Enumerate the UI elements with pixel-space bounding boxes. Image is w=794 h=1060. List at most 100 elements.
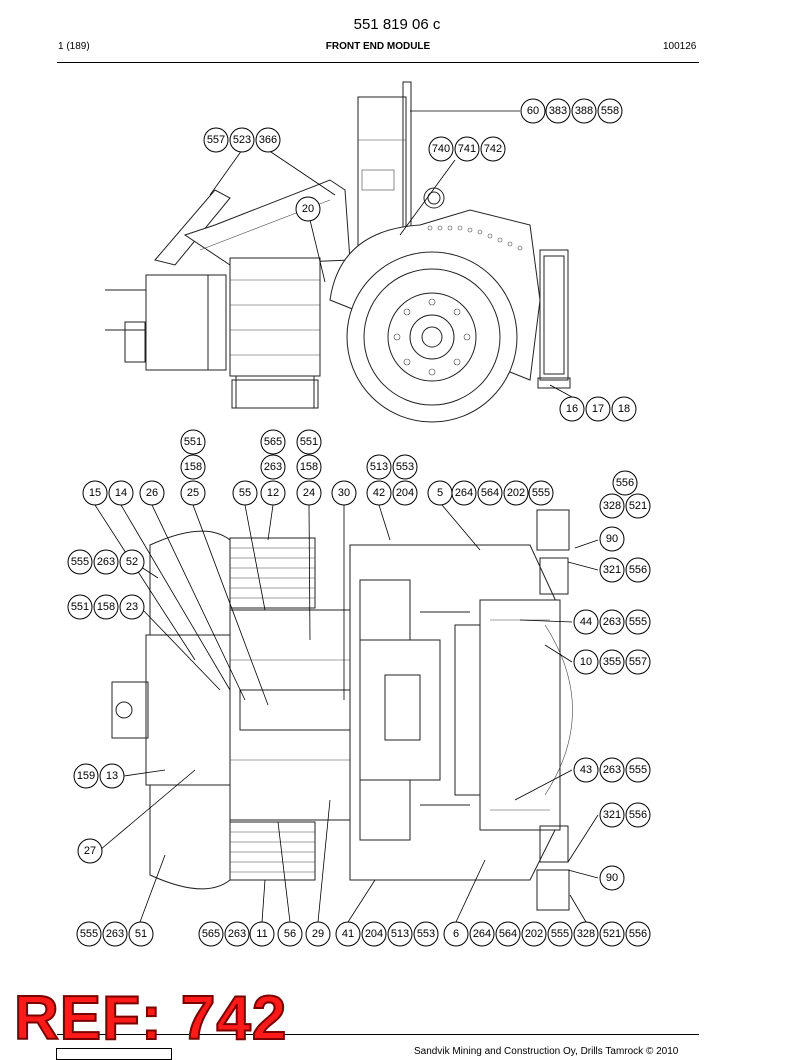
callout-159: 159 [73, 763, 99, 789]
svg-text:55: 55 [239, 487, 251, 499]
callout-513: 513 [366, 454, 392, 480]
callout-30: 30 [331, 480, 357, 506]
svg-text:555: 555 [80, 928, 98, 940]
svg-text:556: 556 [629, 564, 647, 576]
callout-60: 60 [520, 98, 546, 124]
svg-text:56: 56 [284, 928, 296, 940]
svg-text:25: 25 [187, 487, 199, 499]
svg-text:263: 263 [228, 928, 246, 940]
callout-41: 41 [335, 921, 361, 947]
callout-158-c: 158 [93, 594, 119, 620]
svg-text:158: 158 [184, 461, 202, 473]
callout-513-b: 513 [387, 921, 413, 947]
footer-copyright: Sandvik Mining and Construction Oy, Dril… [414, 1046, 679, 1057]
svg-text:26: 26 [146, 487, 158, 499]
callout-56: 56 [277, 921, 303, 947]
callout-55: 55 [232, 480, 258, 506]
callout-565: 565 [260, 429, 286, 455]
svg-text:51: 51 [135, 928, 147, 940]
svg-text:204: 204 [396, 487, 414, 499]
svg-text:27: 27 [84, 845, 96, 857]
callout-158-a: 158 [180, 454, 206, 480]
callout-564-b: 564 [495, 921, 521, 947]
svg-text:10: 10 [580, 656, 592, 668]
svg-text:20: 20 [302, 203, 314, 215]
callout-555-c: 555 [625, 609, 651, 635]
callout-383: 383 [545, 98, 571, 124]
svg-text:388: 388 [575, 105, 593, 117]
callout-556-c: 556 [625, 802, 651, 828]
svg-text:52: 52 [126, 556, 138, 568]
svg-text:553: 553 [417, 928, 435, 940]
callout-263-b: 263 [93, 549, 119, 575]
svg-text:202: 202 [507, 487, 525, 499]
callout-263: 263 [260, 454, 286, 480]
svg-text:321: 321 [603, 564, 621, 576]
callout-11: 11 [249, 921, 275, 947]
callout-555-e: 555 [76, 921, 102, 947]
svg-text:555: 555 [532, 487, 550, 499]
callout-264: 264 [451, 480, 477, 506]
callout-263-d: 263 [599, 757, 625, 783]
grid-pattern-bottom [230, 831, 315, 873]
callout-388: 388 [571, 98, 597, 124]
svg-text:557: 557 [207, 134, 225, 146]
callout-51: 51 [128, 921, 154, 947]
svg-text:264: 264 [455, 487, 473, 499]
callout-27: 27 [77, 838, 103, 864]
svg-text:17: 17 [592, 403, 604, 415]
svg-text:264: 264 [473, 928, 491, 940]
svg-text:556: 556 [616, 477, 634, 489]
callout-14: 14 [108, 480, 134, 506]
callout-742: 742 [480, 136, 506, 162]
svg-text:556: 556 [629, 809, 647, 821]
svg-text:263: 263 [264, 461, 282, 473]
callout-740: 740 [428, 136, 454, 162]
callout-355: 355 [599, 649, 625, 675]
svg-text:513: 513 [391, 928, 409, 940]
callout-25: 25 [180, 480, 206, 506]
svg-text:740: 740 [432, 143, 450, 155]
svg-text:553: 553 [396, 461, 414, 473]
svg-text:15: 15 [89, 487, 101, 499]
svg-text:551: 551 [300, 436, 318, 448]
callout-204: 204 [392, 480, 418, 506]
svg-text:383: 383 [549, 105, 567, 117]
callout-202: 202 [503, 480, 529, 506]
svg-text:202: 202 [525, 928, 543, 940]
svg-text:158: 158 [97, 601, 115, 613]
date-code: 100126 [663, 41, 697, 52]
svg-text:60: 60 [527, 105, 539, 117]
callout-553-b: 553 [413, 921, 439, 947]
svg-text:556: 556 [629, 928, 647, 940]
svg-text:42: 42 [373, 487, 385, 499]
svg-text:13: 13 [106, 770, 118, 782]
svg-text:564: 564 [481, 487, 499, 499]
svg-text:44: 44 [580, 616, 592, 628]
callout-202-b: 202 [521, 921, 547, 947]
callout-12: 12 [260, 480, 286, 506]
callout-52: 52 [119, 549, 145, 575]
top-leaders [94, 504, 599, 923]
svg-text:557: 557 [629, 656, 647, 668]
svg-text:5: 5 [437, 487, 443, 499]
callout-6: 6 [443, 921, 469, 947]
svg-text:263: 263 [97, 556, 115, 568]
svg-text:24: 24 [303, 487, 315, 499]
callout-321-a: 321 [599, 557, 625, 583]
callout-556-b: 556 [625, 557, 651, 583]
callout-26: 26 [139, 480, 165, 506]
side-view-drawing [105, 81, 571, 423]
brand-logo-box [56, 1048, 172, 1060]
svg-text:18: 18 [618, 403, 630, 415]
callout-551-a: 551 [180, 429, 206, 455]
callout-558: 558 [597, 98, 623, 124]
callout-555-b: 555 [67, 549, 93, 575]
svg-text:263: 263 [603, 764, 621, 776]
svg-text:742: 742 [484, 143, 502, 155]
svg-text:551: 551 [184, 436, 202, 448]
callout-263-c: 263 [599, 609, 625, 635]
svg-text:555: 555 [551, 928, 569, 940]
callout-204-b: 204 [361, 921, 387, 947]
svg-text:321: 321 [603, 809, 621, 821]
